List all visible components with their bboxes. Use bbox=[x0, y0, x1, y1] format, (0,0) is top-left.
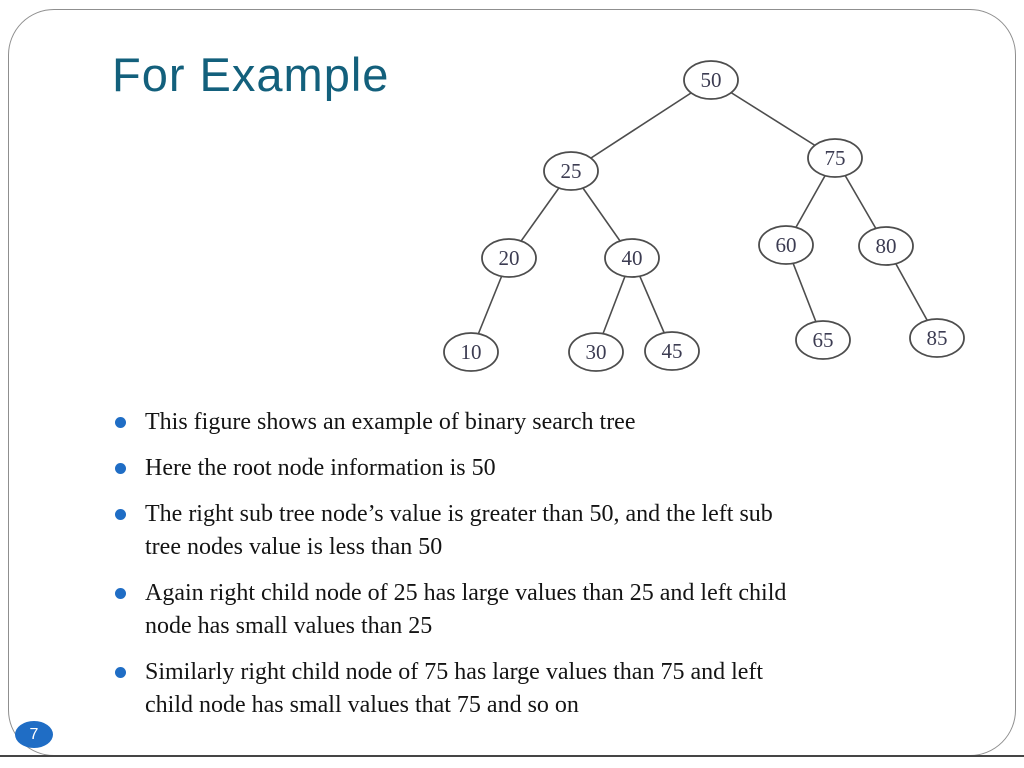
tree-node-label: 45 bbox=[662, 339, 683, 363]
tree-node-label: 50 bbox=[701, 68, 722, 92]
tree-node-ellipse bbox=[807, 138, 863, 178]
bullet-item: This figure shows an example of binary s… bbox=[113, 406, 993, 439]
tree-node-75: 75 bbox=[807, 138, 863, 178]
tree-node-45: 45 bbox=[644, 331, 700, 371]
tree-node-ellipse bbox=[909, 318, 965, 358]
tree-node-20: 20 bbox=[481, 238, 537, 278]
tree-edge bbox=[570, 79, 712, 172]
bullet-text: Again right child node of 25 has large v… bbox=[145, 580, 787, 639]
bullet-icon bbox=[115, 588, 126, 599]
bullet-list: This figure shows an example of binary s… bbox=[113, 406, 993, 735]
tree-node-80: 80 bbox=[858, 226, 914, 266]
tree-node-ellipse bbox=[683, 60, 739, 100]
tree-node-ellipse bbox=[543, 151, 599, 191]
bullet-item: Similarly right child node of 75 has lar… bbox=[113, 656, 993, 722]
tree-node-label: 75 bbox=[825, 146, 846, 170]
bullet-icon bbox=[115, 463, 126, 474]
tree-node-60: 60 bbox=[758, 225, 814, 265]
bullet-icon bbox=[115, 667, 126, 678]
slide-title: For Example bbox=[112, 48, 390, 101]
tree-node-ellipse bbox=[443, 332, 499, 372]
bullet-item: Again right child node of 25 has large v… bbox=[113, 577, 993, 643]
binary-search-tree-figure: 50 25 75 20 40 60 80 10 30 45 65 85 bbox=[430, 45, 1000, 385]
tree-node-50: 50 bbox=[683, 60, 739, 100]
tree-svg: 50 25 75 20 40 60 80 10 30 45 65 85 bbox=[443, 60, 965, 372]
tree-node-label: 10 bbox=[461, 340, 482, 364]
slide-bottom-edge-line bbox=[0, 755, 1024, 757]
tree-node-ellipse bbox=[568, 332, 624, 372]
bullet-item: The right sub tree node’s value is great… bbox=[113, 498, 993, 564]
tree-node-label: 85 bbox=[927, 326, 948, 350]
bullet-icon bbox=[115, 417, 126, 428]
tree-node-40: 40 bbox=[604, 238, 660, 278]
bullet-text: The right sub tree node’s value is great… bbox=[145, 501, 773, 560]
bullet-text: Here the root node information is 50 bbox=[145, 455, 496, 481]
bullet-text: Similarly right child node of 75 has lar… bbox=[145, 659, 764, 718]
tree-node-label: 25 bbox=[561, 159, 582, 183]
tree-node-30: 30 bbox=[568, 332, 624, 372]
tree-node-label: 20 bbox=[499, 246, 520, 270]
page-number-badge: 7 bbox=[15, 721, 53, 748]
tree-node-label: 80 bbox=[876, 234, 897, 258]
tree-node-ellipse bbox=[795, 320, 851, 360]
bullet-icon bbox=[115, 509, 126, 520]
tree-node-label: 60 bbox=[776, 233, 797, 257]
tree-node-ellipse bbox=[481, 238, 537, 278]
bullet-text: This figure shows an example of binary s… bbox=[145, 409, 636, 435]
tree-node-25: 25 bbox=[543, 151, 599, 191]
tree-node-ellipse bbox=[604, 238, 660, 278]
tree-node-ellipse bbox=[758, 225, 814, 265]
bullet-item: Here the root node information is 50 bbox=[113, 452, 993, 485]
tree-node-label: 30 bbox=[586, 340, 607, 364]
tree-node-10: 10 bbox=[443, 332, 499, 372]
tree-node-ellipse bbox=[644, 331, 700, 371]
tree-node-ellipse bbox=[858, 226, 914, 266]
tree-node-label: 40 bbox=[622, 246, 643, 270]
tree-node-65: 65 bbox=[795, 320, 851, 360]
tree-node-label: 65 bbox=[813, 328, 834, 352]
tree-node-85: 85 bbox=[909, 318, 965, 358]
page-number: 7 bbox=[29, 725, 39, 743]
